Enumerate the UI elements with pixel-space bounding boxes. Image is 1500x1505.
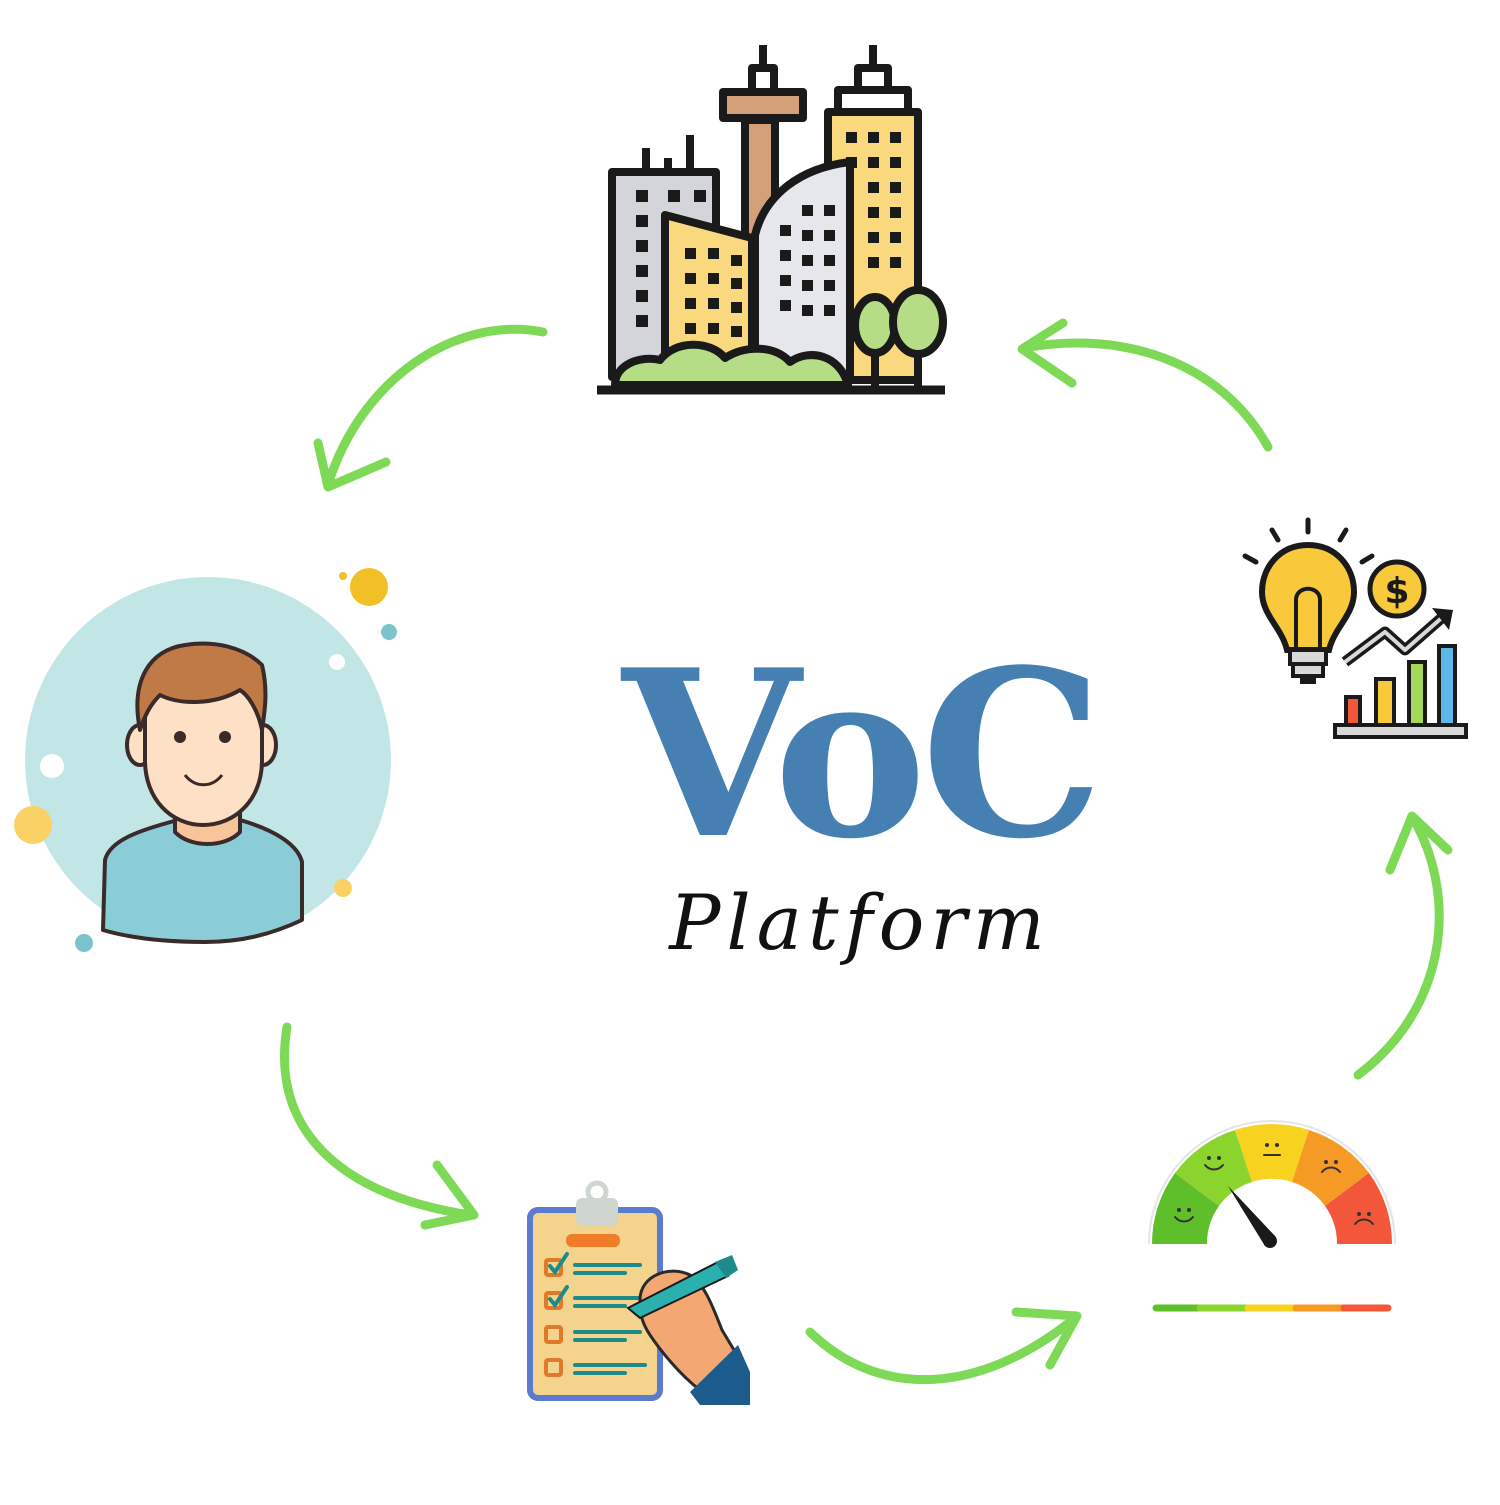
arrow-sentiment-to-insight — [1353, 811, 1453, 1080]
page-subtitle: Platform — [669, 878, 1051, 967]
arrow-customer-to-survey — [279, 1022, 479, 1230]
arrow-insight-to-city — [1017, 318, 1273, 452]
svg-text:$: $ — [1384, 571, 1409, 612]
cycle-arrows — [279, 318, 1453, 1384]
city-buildings-icon — [597, 45, 947, 395]
sentiment-gauge-icon — [1148, 1120, 1396, 1312]
customer-avatar-icon — [14, 568, 397, 952]
arrow-survey-to-sentiment — [805, 1307, 1082, 1384]
business-insight-icon: $ — [1242, 517, 1468, 739]
arrow-city-to-customer — [313, 324, 548, 492]
page-title: VoC — [622, 620, 1104, 890]
survey-checklist-icon — [527, 1180, 750, 1405]
